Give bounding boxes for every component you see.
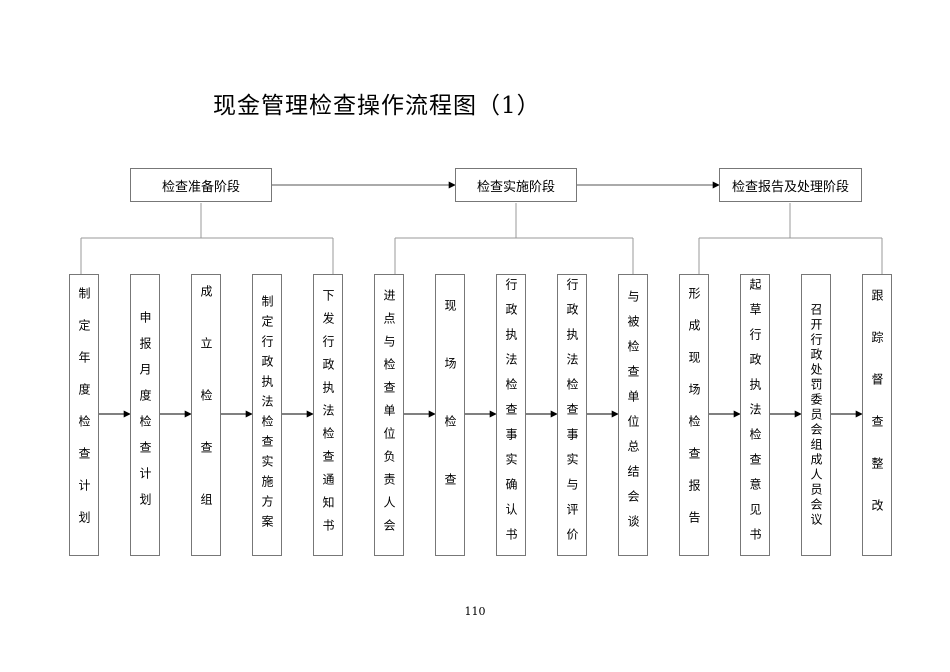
- step-box: 现场检查: [435, 274, 465, 556]
- stage-2-bracket: [394, 203, 634, 274]
- step-box: 召开行政处罚委员会组成人员会议: [801, 274, 831, 556]
- step-box: 跟踪督查整改: [862, 274, 892, 556]
- step-box: 成立检查组: [191, 274, 221, 556]
- page-title: 现金管理检查操作流程图（1）: [213, 93, 541, 119]
- stage-box-implementation: 检查实施阶段: [455, 168, 577, 202]
- step-box: 与被检查单位总结会谈: [618, 274, 648, 556]
- step-box: 进点与检查单位负责人会: [374, 274, 404, 556]
- step-box: 形成现场检查报告: [679, 274, 709, 556]
- page-number: 110: [464, 605, 486, 618]
- step-box: 行政执法检查事实确认书: [496, 274, 526, 556]
- step-box: 下发行政执法检查通知书: [313, 274, 343, 556]
- step-box: 申报月度检查计划: [130, 274, 160, 556]
- step-box: 起草行政执法检查意见书: [740, 274, 770, 556]
- stage-box-preparation: 检查准备阶段: [130, 168, 272, 202]
- step-box: 行政执法检查事实与评价: [557, 274, 587, 556]
- stage-3-bracket: [698, 203, 883, 274]
- stage-1-bracket: [80, 203, 334, 274]
- step-box: 制定年度检查计划: [69, 274, 99, 556]
- stage-box-report-handling: 检查报告及处理阶段: [719, 168, 862, 202]
- step-box: 制定行政执法检查实施方案: [252, 274, 282, 556]
